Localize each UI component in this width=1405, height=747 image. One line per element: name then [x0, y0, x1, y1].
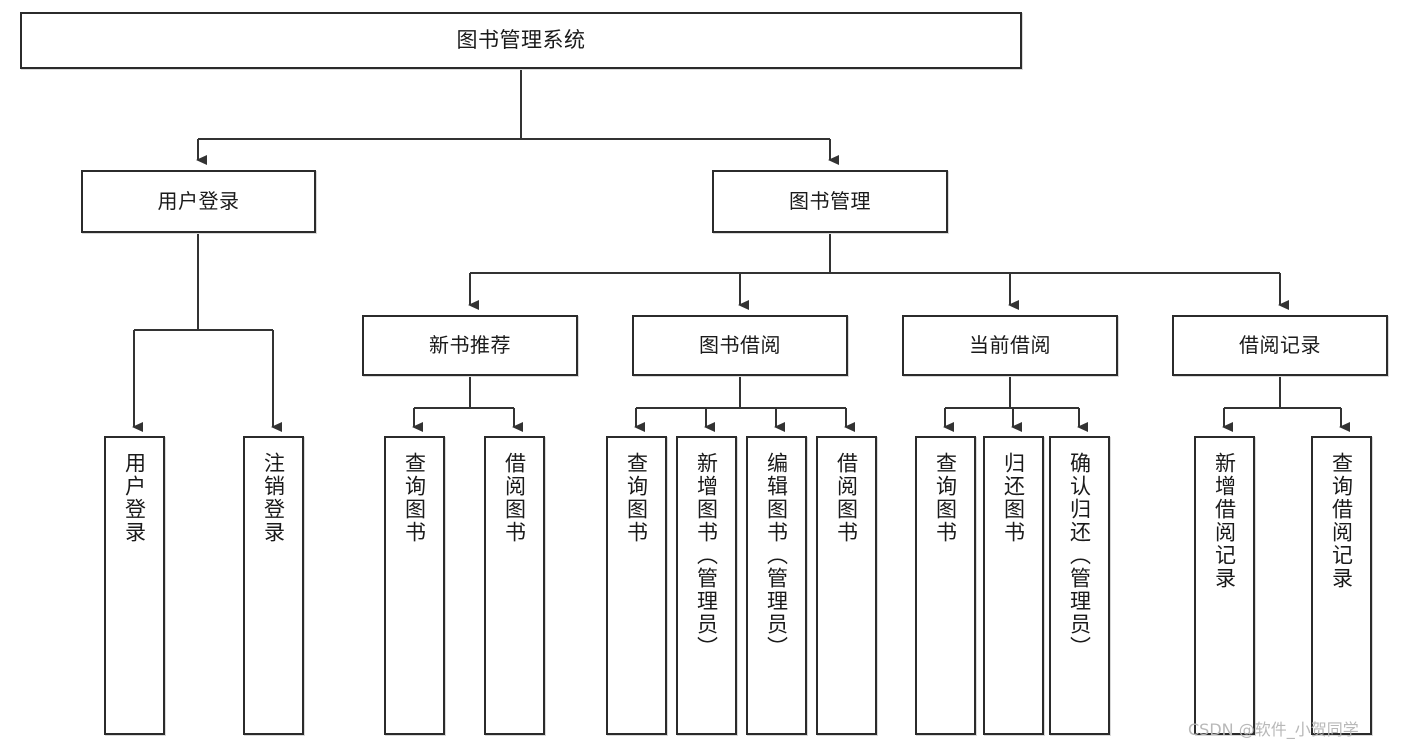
node-label: 新增图书（管理员） — [694, 452, 719, 659]
node-label: 编辑图书（管理员） — [764, 452, 789, 659]
leaf-current-borrow-return-book[interactable]: 归还图书 — [983, 436, 1044, 735]
leaf-book-borrow-edit-book-admin[interactable]: 编辑图书（管理员） — [746, 436, 807, 735]
node-book-management[interactable]: 图书管理 — [712, 170, 948, 233]
node-label: 用户登录 — [122, 452, 147, 544]
node-root-book-management-system[interactable]: 图书管理系统 — [20, 12, 1022, 69]
node-user-login[interactable]: 用户登录 — [81, 170, 316, 233]
node-label: 图书管理系统 — [456, 28, 586, 53]
leaf-book-borrow-query-book[interactable]: 查询图书 — [606, 436, 667, 735]
leaf-current-borrow-confirm-return-admin[interactable]: 确认归还（管理员） — [1049, 436, 1110, 735]
node-label: 归还图书 — [1001, 452, 1026, 544]
leaf-new-book-borrow-book[interactable]: 借阅图书 — [484, 436, 545, 735]
node-new-book-recommend[interactable]: 新书推荐 — [362, 315, 578, 376]
node-label: 查询图书 — [402, 452, 427, 544]
leaf-book-borrow-add-book-admin[interactable]: 新增图书（管理员） — [676, 436, 737, 735]
node-label: 确认归还（管理员） — [1067, 452, 1092, 659]
node-book-borrow[interactable]: 图书借阅 — [632, 315, 848, 376]
node-label: 借阅图书 — [502, 452, 527, 544]
node-label: 图书借阅 — [699, 332, 781, 357]
leaf-user-login-login[interactable]: 用户登录 — [104, 436, 165, 735]
node-label: 当前借阅 — [969, 332, 1051, 357]
node-label: 查询图书 — [624, 452, 649, 544]
leaf-current-borrow-query-book[interactable]: 查询图书 — [915, 436, 976, 735]
node-label: 新增借阅记录 — [1212, 452, 1237, 590]
node-current-borrow[interactable]: 当前借阅 — [902, 315, 1118, 376]
node-borrow-record[interactable]: 借阅记录 — [1172, 315, 1388, 376]
node-label: 查询借阅记录 — [1329, 452, 1354, 590]
node-label: 新书推荐 — [429, 332, 511, 357]
node-label: 用户登录 — [157, 188, 240, 213]
node-label: 借阅记录 — [1239, 332, 1321, 357]
leaf-borrow-record-add-record[interactable]: 新增借阅记录 — [1194, 436, 1255, 735]
node-label: 查询图书 — [933, 452, 958, 544]
leaf-borrow-record-query-record[interactable]: 查询借阅记录 — [1311, 436, 1372, 735]
node-label: 图书管理 — [789, 188, 871, 213]
leaf-book-borrow-borrow-book[interactable]: 借阅图书 — [816, 436, 877, 735]
leaf-user-login-logout[interactable]: 注销登录 — [243, 436, 304, 735]
node-label: 借阅图书 — [834, 452, 859, 544]
node-label: 注销登录 — [261, 452, 286, 544]
leaf-new-book-query-book[interactable]: 查询图书 — [384, 436, 445, 735]
